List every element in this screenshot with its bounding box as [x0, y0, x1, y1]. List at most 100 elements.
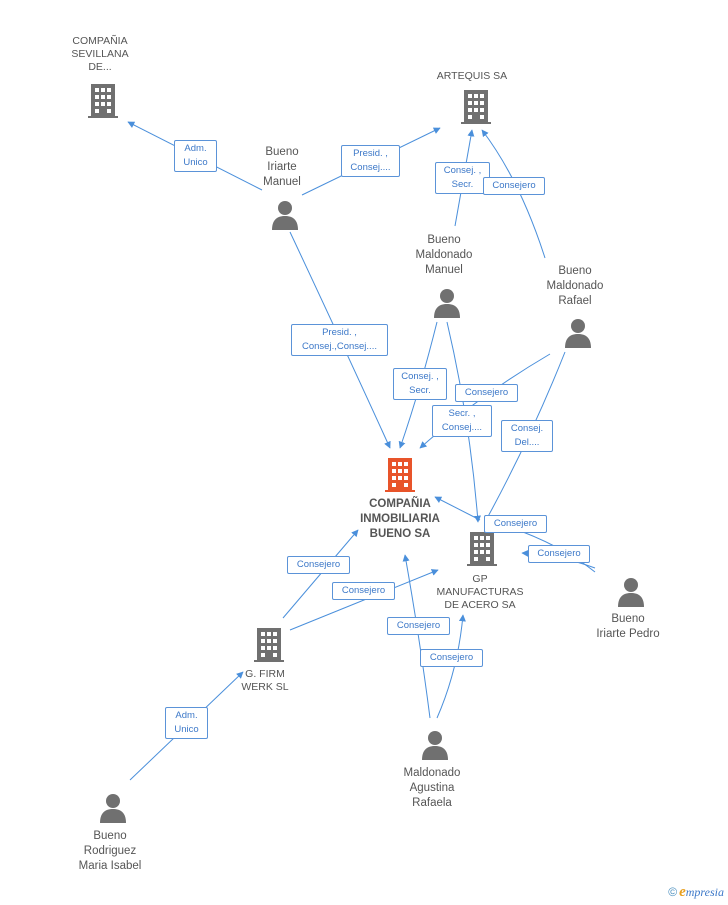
edge-agustina-to-gp — [436, 614, 466, 719]
edge-firm-to-gp — [289, 569, 439, 631]
edge-label-line: Consejero — [396, 620, 441, 631]
node-label-line: Agustina — [409, 782, 455, 794]
edge-label-consej-secr[interactable]: Consej. , Secr. — [435, 162, 490, 194]
node-label-line: DE... — [88, 61, 112, 73]
edge-label-line: Consejero — [492, 180, 536, 191]
node-label-line: Rodriguez — [83, 845, 137, 857]
node-label-line: Bueno — [558, 265, 592, 277]
node-label-bueno-maldonado-manuel[interactable]: Bueno Maldonado Manuel — [399, 233, 489, 278]
edge-label-line: Consej. , — [401, 371, 439, 382]
edge-agustina-to-main — [402, 554, 431, 719]
node-label-line: MANUFACTURAS — [436, 586, 524, 598]
edge-label-line: Del.... — [514, 437, 540, 448]
building-icon-gp — [467, 532, 497, 566]
edge-label-consejero[interactable]: Consejero — [420, 649, 483, 667]
node-label-line: COMPAÑIA — [369, 498, 431, 510]
empresia-logo-initial: e — [679, 884, 686, 900]
node-label-line: Maldonado — [403, 767, 461, 779]
node-label-line: Maria Isabel — [78, 860, 142, 872]
copyright-symbol: © — [668, 885, 678, 899]
edge-label-line: Secr. — [451, 179, 474, 190]
edge-label-line: Consejero — [464, 387, 509, 398]
edge-label-consej-secr[interactable]: Consej. , Secr. — [393, 368, 447, 400]
person-icon-iriarte-manuel — [272, 201, 298, 230]
empresia-brand: ©empresia — [668, 884, 724, 901]
edge-label-consejero[interactable]: Consejero — [387, 617, 450, 635]
building-icon-main — [385, 458, 415, 492]
edge-label-line: Consej.... — [441, 422, 483, 433]
building-icon-artequis — [461, 90, 491, 124]
node-label-line: SEVILLANA — [71, 48, 129, 60]
edge-label-presid-consej-consej[interactable]: Presid. , Consej.,Consej.... — [291, 324, 388, 356]
node-label-line: GP — [472, 573, 488, 585]
node-label-artequis[interactable]: ARTEQUIS SA — [422, 70, 522, 83]
node-label-line: Rafaela — [412, 797, 452, 809]
node-label-line: Rafael — [558, 295, 592, 307]
node-label-line: Maldonado — [415, 249, 473, 261]
edge-label-line: Presid. , — [322, 327, 357, 338]
edge-label-line: Adm. — [184, 143, 207, 154]
node-label-line: BUENO SA — [369, 528, 431, 540]
edge-label-line: Secr. — [409, 385, 431, 396]
edge-label-line: Consej.,Consej.... — [302, 341, 377, 352]
node-label-line: DE ACERO SA — [444, 599, 516, 611]
edge-label-adm-unico[interactable]: Adm. Unico — [165, 707, 208, 739]
node-label-gp[interactable]: GP MANUFACTURAS DE ACERO SA — [425, 573, 535, 612]
node-label-line: WERK SL — [241, 681, 289, 693]
edge-label-line: Consejero — [429, 652, 474, 663]
node-label-line: Iriarte Pedro — [596, 628, 660, 640]
edge-label-line: Unico — [183, 157, 208, 168]
edge-label-consejero[interactable]: Consejero — [483, 177, 545, 195]
edge-label-line: Consejero — [296, 559, 341, 570]
person-icon-maldonado-agustina — [422, 731, 448, 760]
node-label-line: Bueno — [93, 830, 127, 842]
node-label-line: Manuel — [425, 264, 463, 276]
node-label-line: INMOBILIARIA — [360, 513, 440, 525]
edge-label-line: Consejero — [537, 548, 581, 559]
node-label-line: Bueno — [265, 146, 299, 158]
node-label-line: Manuel — [263, 176, 301, 188]
edge-label-line: Consej. , — [443, 165, 482, 176]
node-label-main-company[interactable]: COMPAÑIA INMOBILIARIA BUENO SA — [340, 497, 460, 542]
node-label-bueno-iriarte-manuel[interactable]: Bueno Iriarte Manuel — [242, 145, 322, 190]
edge-gp-to-main — [434, 496, 481, 521]
person-icon-maldonado-manuel — [434, 289, 460, 318]
node-label-line: Iriarte — [267, 161, 297, 173]
node-label-line: G. FIRM — [245, 668, 285, 680]
edge-label-consej-del[interactable]: Consej. Del.... — [501, 420, 553, 452]
building-icon-firm — [254, 628, 284, 662]
node-label-line: COMPAÑIA — [72, 35, 128, 47]
edge-firm-to-main — [282, 529, 359, 619]
edge-label-presid-consej[interactable]: Presid. , Consej.... — [341, 145, 400, 177]
edge-label-line: Secr. , — [448, 408, 476, 419]
node-label-line: ARTEQUIS SA — [436, 70, 508, 82]
edge-label-line: Adm. — [175, 710, 198, 721]
edge-label-consejero[interactable]: Consejero — [455, 384, 518, 402]
edge-label-line: Consej.... — [350, 162, 391, 173]
person-icon-maldonado-rafael — [565, 319, 591, 348]
node-label-sevillana[interactable]: COMPAÑIA SEVILLANA DE... — [50, 35, 150, 74]
edge-label-line: Presid. , — [353, 148, 388, 159]
edge-label-adm-unico[interactable]: Adm. Unico — [174, 140, 217, 172]
node-label-bueno-iriarte-pedro[interactable]: Bueno Iriarte Pedro — [583, 612, 673, 642]
edge-label-line: Consejero — [341, 585, 386, 596]
node-label-line: Bueno — [611, 613, 645, 625]
node-label-line: Bueno — [427, 234, 461, 246]
edge-label-line: Consejero — [493, 518, 538, 529]
edge-label-secr-consej[interactable]: Secr. , Consej.... — [432, 405, 492, 437]
node-label-bueno-maldonado-rafael[interactable]: Bueno Maldonado Rafael — [530, 264, 620, 309]
edge-label-consejero[interactable]: Consejero — [332, 582, 395, 600]
edge-label-consejero[interactable]: Consejero — [484, 515, 547, 533]
edge-label-consejero[interactable]: Consejero — [528, 545, 590, 563]
person-icon-bueno-rodriguez — [100, 794, 126, 823]
node-label-firm[interactable]: G. FIRM WERK SL — [225, 668, 305, 694]
building-icon-sevillana — [88, 84, 118, 118]
node-label-bueno-rodriguez[interactable]: Bueno Rodriguez Maria Isabel — [65, 829, 155, 874]
person-icon-iriarte-pedro — [618, 578, 644, 607]
edge-label-line: Unico — [174, 724, 199, 735]
edge-label-consejero[interactable]: Consejero — [287, 556, 350, 574]
edge-label-line: Consej. — [510, 423, 544, 434]
empresia-logo-text: mpresia — [685, 885, 724, 899]
node-label-maldonado-agustina[interactable]: Maldonado Agustina Rafaela — [387, 766, 477, 811]
